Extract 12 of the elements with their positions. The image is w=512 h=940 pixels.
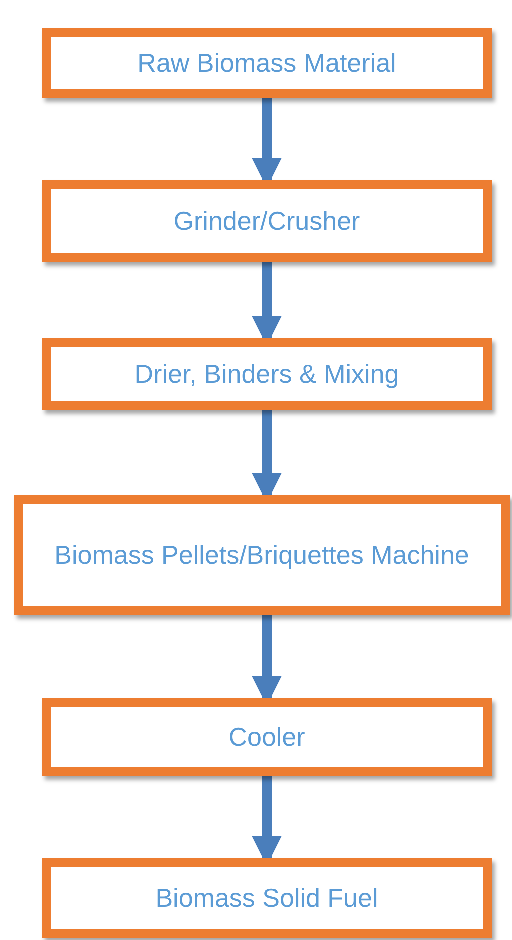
box-label: Biomass Solid Fuel [156,882,378,915]
box-label: Cooler [228,721,306,754]
box-label: Grinder/Crusher [174,205,360,238]
process-box [42,180,492,262]
process-box [42,28,492,98]
process-box [42,698,492,776]
process-box [14,495,510,615]
process-box [42,858,492,938]
box-label: Drier, Binders & Mixing [134,358,400,391]
box-label: Biomass Pellets/Briquettes Machine [54,539,470,572]
process-box [42,338,492,410]
box-label: Raw Biomass Material [138,47,396,80]
